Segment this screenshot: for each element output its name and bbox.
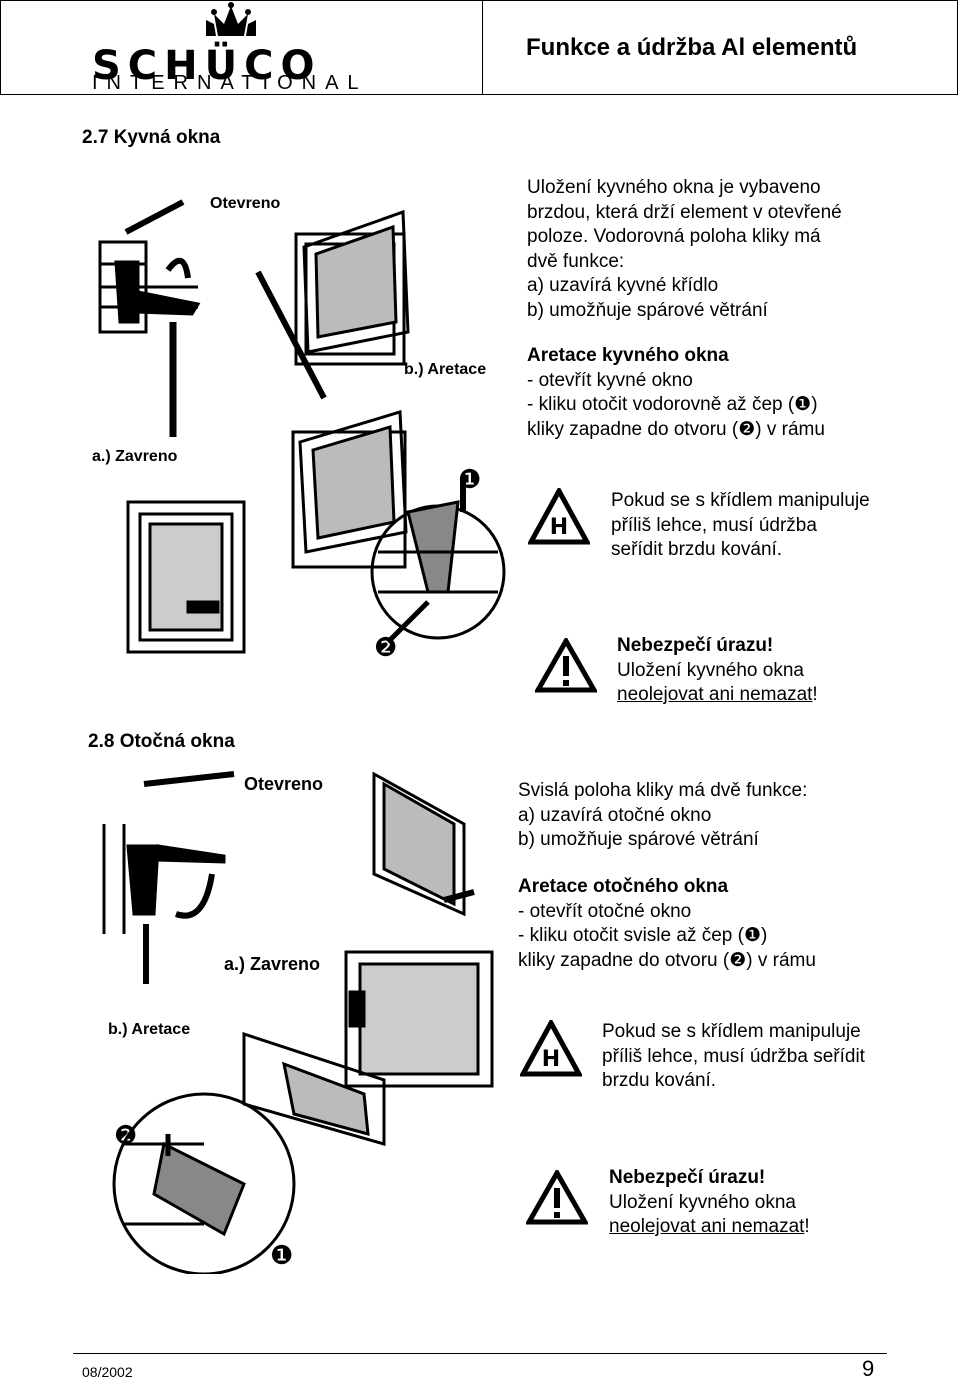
crown-icon (206, 2, 256, 36)
section-heading-2-8: 2.8 Otočná okna (88, 731, 235, 752)
footer-date: 08/2002 (82, 1364, 133, 1380)
document-title: Funkce a údržba Al elementů (526, 34, 858, 61)
brand-name: SCHÜCO (92, 43, 322, 89)
warning-2-8: Pokud se s křídlem manipuluje příliš leh… (602, 1021, 865, 1091)
intro-2-7: Uložení kyvného okna je vybaveno brzdou,… (527, 177, 842, 321)
label-two-2: ❷ (114, 1121, 137, 1151)
svg-text:H: H (550, 515, 568, 540)
label-aretace-2: b.) Aretace (108, 1021, 190, 1038)
hand-warning-icon: H (526, 485, 592, 551)
section-heading-2-7: 2.7 Kyvná okna (82, 127, 221, 148)
aretace-2-8: Aretace otočného okna - otevřít otočné o… (518, 876, 816, 971)
header-divider (482, 0, 483, 95)
label-aretace: b.) Aretace (404, 361, 486, 378)
danger-icon-2 (524, 1167, 590, 1231)
figure-otocna-okna: Otevreno a.) Zavreno b.) Aretace ❷ ❶ (84, 764, 504, 1276)
brand-logo (0, 0, 482, 95)
brand-subtitle: INTERNATIONAL (92, 72, 368, 94)
warning-2-7: Pokud se s křídlem manipuluje příliš leh… (611, 490, 870, 560)
figure-kyvna-okna: Otevreno a.) Zavreno b.) Aretace ❶ ❷ (88, 172, 508, 732)
footer-divider (73, 1353, 887, 1354)
danger-icon (533, 635, 599, 699)
svg-text:H: H (542, 1047, 560, 1072)
label-two: ❷ (374, 633, 397, 663)
page-header (0, 0, 958, 95)
hand-warning-icon-2: H (518, 1017, 584, 1083)
page-number: 9 (862, 1356, 875, 1381)
label-one-2: ❶ (270, 1241, 293, 1271)
aretace-title: Aretace kyvného okna (527, 345, 729, 366)
intro-2-8: Svislá poloha kliky má dvě funkce: a) uz… (518, 780, 808, 850)
danger-2-7: Nebezpečí úrazu! Uložení kyvného okna ne… (617, 635, 818, 705)
danger-2-8: Nebezpečí úrazu! Uložení kyvného okna ne… (609, 1167, 810, 1237)
label-zavreno: a.) Zavreno (92, 448, 178, 465)
label-one: ❶ (458, 465, 481, 495)
aretace-2-7: Aretace kyvného okna - otevřít kyvné okn… (527, 345, 825, 440)
label-otevreno-2: Otevreno (244, 774, 323, 794)
label-otevreno: Otevreno (210, 195, 280, 212)
label-zavreno-2: a.) Zavreno (224, 954, 320, 974)
